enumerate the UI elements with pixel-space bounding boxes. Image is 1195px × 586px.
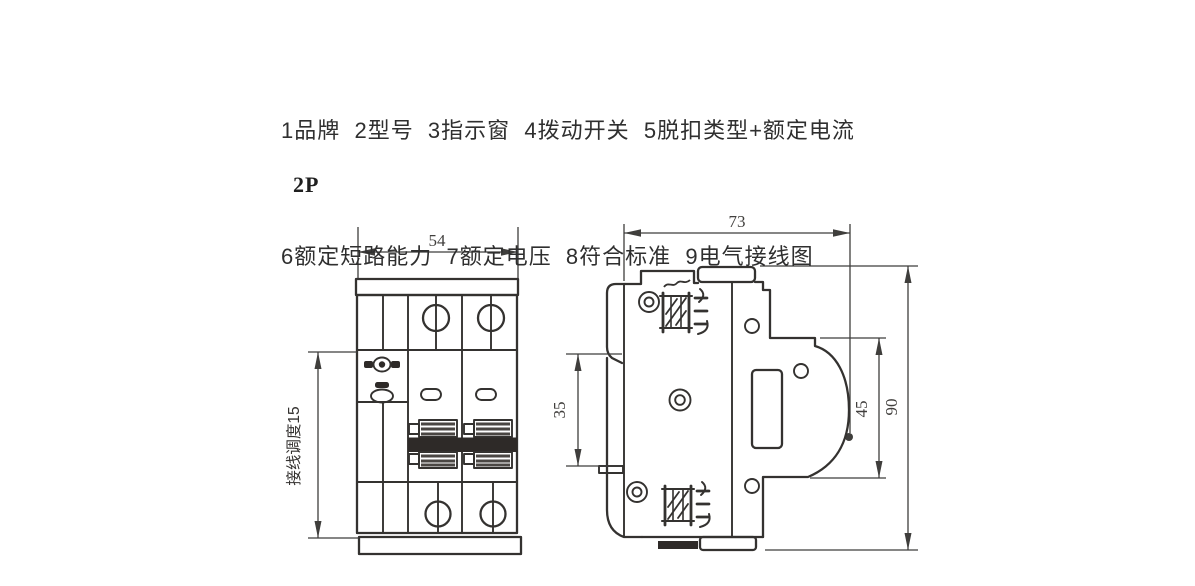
side-din-slot-dimension: 35 bbox=[550, 353, 622, 467]
side-mid-value: 45 bbox=[852, 401, 871, 418]
front-view-body bbox=[354, 277, 523, 556]
front-terminal-screw-top-1 bbox=[421, 303, 451, 333]
side-view-body bbox=[598, 265, 851, 552]
side-top-bar bbox=[696, 265, 757, 284]
front-terminal-screw-bottom-2 bbox=[479, 500, 507, 528]
front-rotary-toggle bbox=[364, 356, 400, 373]
front-width-value: 54 bbox=[429, 231, 447, 250]
side-handle-window bbox=[750, 368, 784, 450]
front-width-dimension: 54 bbox=[357, 227, 519, 278]
side-mid-dimension: 45 bbox=[810, 337, 886, 479]
din-clip-bottom bbox=[598, 465, 624, 474]
front-height-dimension: 接线调度15 bbox=[285, 351, 359, 539]
front-view: 54 bbox=[285, 227, 523, 556]
front-pole2-window bbox=[475, 388, 497, 401]
side-height-value: 90 bbox=[882, 399, 901, 416]
front-toggle-handle-bar bbox=[408, 437, 517, 452]
front-handle-assembly bbox=[408, 419, 517, 469]
side-screws bbox=[626, 291, 809, 503]
callout-line-2: 6额定短路能力 7额定电压 8符合标准 9电气接线图 bbox=[281, 244, 814, 269]
side-view: 73 bbox=[550, 212, 918, 552]
side-depth-value: 73 bbox=[729, 212, 746, 231]
front-bottom-bar bbox=[357, 535, 523, 556]
din-clip-ear bbox=[605, 282, 627, 365]
side-height-dimension: 90 bbox=[760, 265, 918, 551]
front-terminal-screw-bottom-1 bbox=[424, 500, 452, 528]
terminal-clamp-symbol-bottom bbox=[660, 480, 711, 529]
front-left-dim-label: 接线调度15 bbox=[285, 406, 303, 485]
pole-count-label: 2P bbox=[293, 172, 320, 197]
terminal-clamp-symbol-top bbox=[658, 279, 709, 336]
callout-legend: 1品牌 2型号 3指示窗 4拨动开关 5脱扣类型+额定电流 6额定短路能力 7额… bbox=[281, 26, 855, 362]
side-foot-pad bbox=[658, 541, 698, 549]
side-foot bbox=[698, 535, 758, 552]
front-terminal-screw-top-2 bbox=[476, 303, 506, 333]
wire-squiggle bbox=[663, 279, 691, 288]
side-depth-dimension: 73 bbox=[623, 212, 853, 441]
side-din-slot-value: 35 bbox=[550, 402, 569, 419]
front-pole1-window bbox=[420, 388, 442, 401]
callout-line-1: 1品牌 2型号 3指示窗 4拨动开关 5脱扣类型+额定电流 bbox=[281, 118, 855, 143]
front-indicator-window bbox=[370, 382, 394, 404]
